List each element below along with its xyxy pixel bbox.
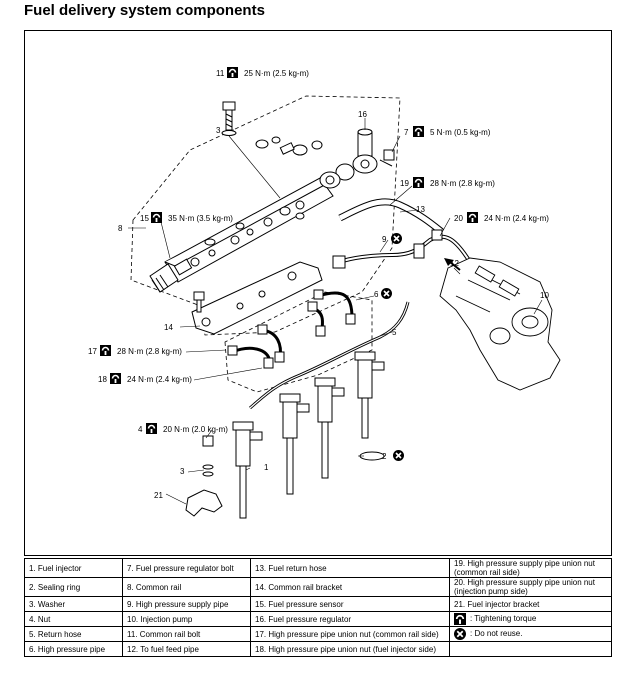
legend-cell: 15. Fuel pressure sensor [250, 596, 450, 612]
fuel-injector-bracket [185, 489, 223, 517]
legend-cell: 10. Injection pump [122, 611, 251, 627]
leader-lines [128, 118, 543, 505]
legend-cell: 21. Fuel injector bracket [449, 596, 612, 612]
callout-13: 13 [416, 205, 425, 214]
torque-19: 28 N·m (2.8 kg-m) [430, 179, 495, 188]
legend-cell: 11. Common rail bolt [122, 626, 251, 642]
legend-row: 5. Return hose 11. Common rail bolt 17. … [24, 626, 612, 642]
page-title: Fuel delivery system components [24, 2, 265, 19]
callout-3-washer: 3 [216, 126, 221, 135]
callout-10: 10 [540, 291, 549, 300]
callout-14: 14 [164, 323, 173, 332]
torque-15: 35 N·m (3.5 kg-m) [168, 214, 233, 223]
legend-cell: 7. Fuel pressure regulator bolt [122, 558, 251, 578]
legend-torque-label: : Tightening torque [470, 614, 537, 624]
callout-20: 20 [454, 214, 463, 223]
legend-cell: 2. Sealing ring [24, 577, 123, 597]
injector-nuts-and-washers [202, 435, 385, 477]
callout-19: 19 [400, 179, 409, 188]
fuel-system-diagram: 11 25 N·m (2.5 kg-m) 3 16 7 5 N·m (0.5 k… [88, 66, 561, 519]
legend-cell: 17. High pressure pipe union nut (common… [250, 626, 450, 642]
callout-8: 8 [118, 224, 123, 233]
legend-cell [449, 641, 612, 657]
diagram-frame [24, 30, 612, 556]
legend-cell: 3. Washer [24, 596, 123, 612]
legend-cell-noreuse: : Do not reuse. [449, 626, 612, 642]
callout-21: 21 [154, 491, 163, 500]
fuel-pressure-sensor [149, 258, 193, 293]
common-rail-bolt [221, 101, 237, 136]
torque-11: 25 N·m (2.5 kg-m) [244, 69, 309, 78]
legend-cell: 12. To fuel feed pipe [122, 641, 251, 657]
torque-17: 28 N·m (2.8 kg-m) [117, 347, 182, 356]
rail-fittings [204, 136, 323, 246]
injection-pump [439, 257, 561, 391]
callout-4: 4 [138, 425, 143, 434]
callout-2: 2 [382, 452, 387, 461]
pipe-nuts [227, 289, 356, 369]
common-rail-bracket [191, 261, 323, 335]
legend-cell: 6. High pressure pipe [24, 641, 123, 657]
legend-cell: 1. Fuel injector [24, 558, 123, 578]
legend-cell: 4. Nut [24, 611, 123, 627]
legend-cell: 8. Common rail [122, 577, 251, 597]
legend-row: 6. High pressure pipe 12. To fuel feed p… [24, 641, 612, 657]
callout-11: 11 [216, 69, 225, 78]
legend-cell: 14. Common rail bracket [250, 577, 450, 597]
callout-7: 7 [404, 128, 409, 137]
tightening-torque-icon [454, 613, 466, 625]
torque-20: 24 N·m (2.4 kg-m) [484, 214, 549, 223]
legend-row: 4. Nut 10. Injection pump 16. Fuel press… [24, 611, 612, 627]
legend-cell: 16. Fuel pressure regulator [250, 611, 450, 627]
callout-3-washer-lower: 3 [180, 467, 185, 476]
callout-12: 12 [450, 259, 459, 268]
callout-5: 5 [392, 328, 397, 337]
callout-6: 6 [374, 290, 379, 299]
bracket-bolt [193, 291, 205, 313]
legend-row: 3. Washer 9. High pressure supply pipe 1… [24, 596, 612, 612]
regulator-bolt [379, 149, 395, 167]
legend-cell: 20. High pressure supply pipe union nut … [449, 577, 612, 597]
legend-table: 1. Fuel injector 7. Fuel pressure regula… [24, 558, 612, 657]
torque-18: 24 N·m (2.4 kg-m) [127, 375, 192, 384]
legend-cell: 19. High pressure supply pipe union nut … [449, 558, 612, 578]
callout-16: 16 [358, 110, 367, 119]
fuel-injectors [232, 351, 385, 519]
common-rail-group-outline [130, 95, 401, 336]
legend-row: 2. Sealing ring 8. Common rail 14. Commo… [24, 577, 612, 597]
legend-cell-torque: : Tightening torque [449, 611, 612, 627]
common-rail [164, 177, 334, 283]
torque-7: 5 N·m (0.5 kg-m) [430, 128, 491, 137]
legend-row: 1. Fuel injector 7. Fuel pressure regula… [24, 558, 612, 578]
legend-cell: 18. High pressure pipe union nut (fuel i… [250, 641, 450, 657]
torque-4: 20 N·m (2.0 kg-m) [163, 425, 228, 434]
legend-noreuse-label: : Do not reuse. [470, 629, 523, 639]
legend-cell: 5. Return hose [24, 626, 123, 642]
legend-cell: 13. Fuel return hose [250, 558, 450, 578]
fuel-return-hose [338, 198, 445, 235]
callout-15: 15 [140, 214, 149, 223]
legend-cell: 9. High pressure supply pipe [122, 596, 251, 612]
callout-18: 18 [98, 375, 107, 384]
callout-9: 9 [382, 235, 387, 244]
callout-17: 17 [88, 347, 97, 356]
do-not-reuse-icon [454, 628, 466, 640]
callout-1: 1 [264, 463, 269, 472]
fuel-pressure-regulator [319, 128, 378, 189]
